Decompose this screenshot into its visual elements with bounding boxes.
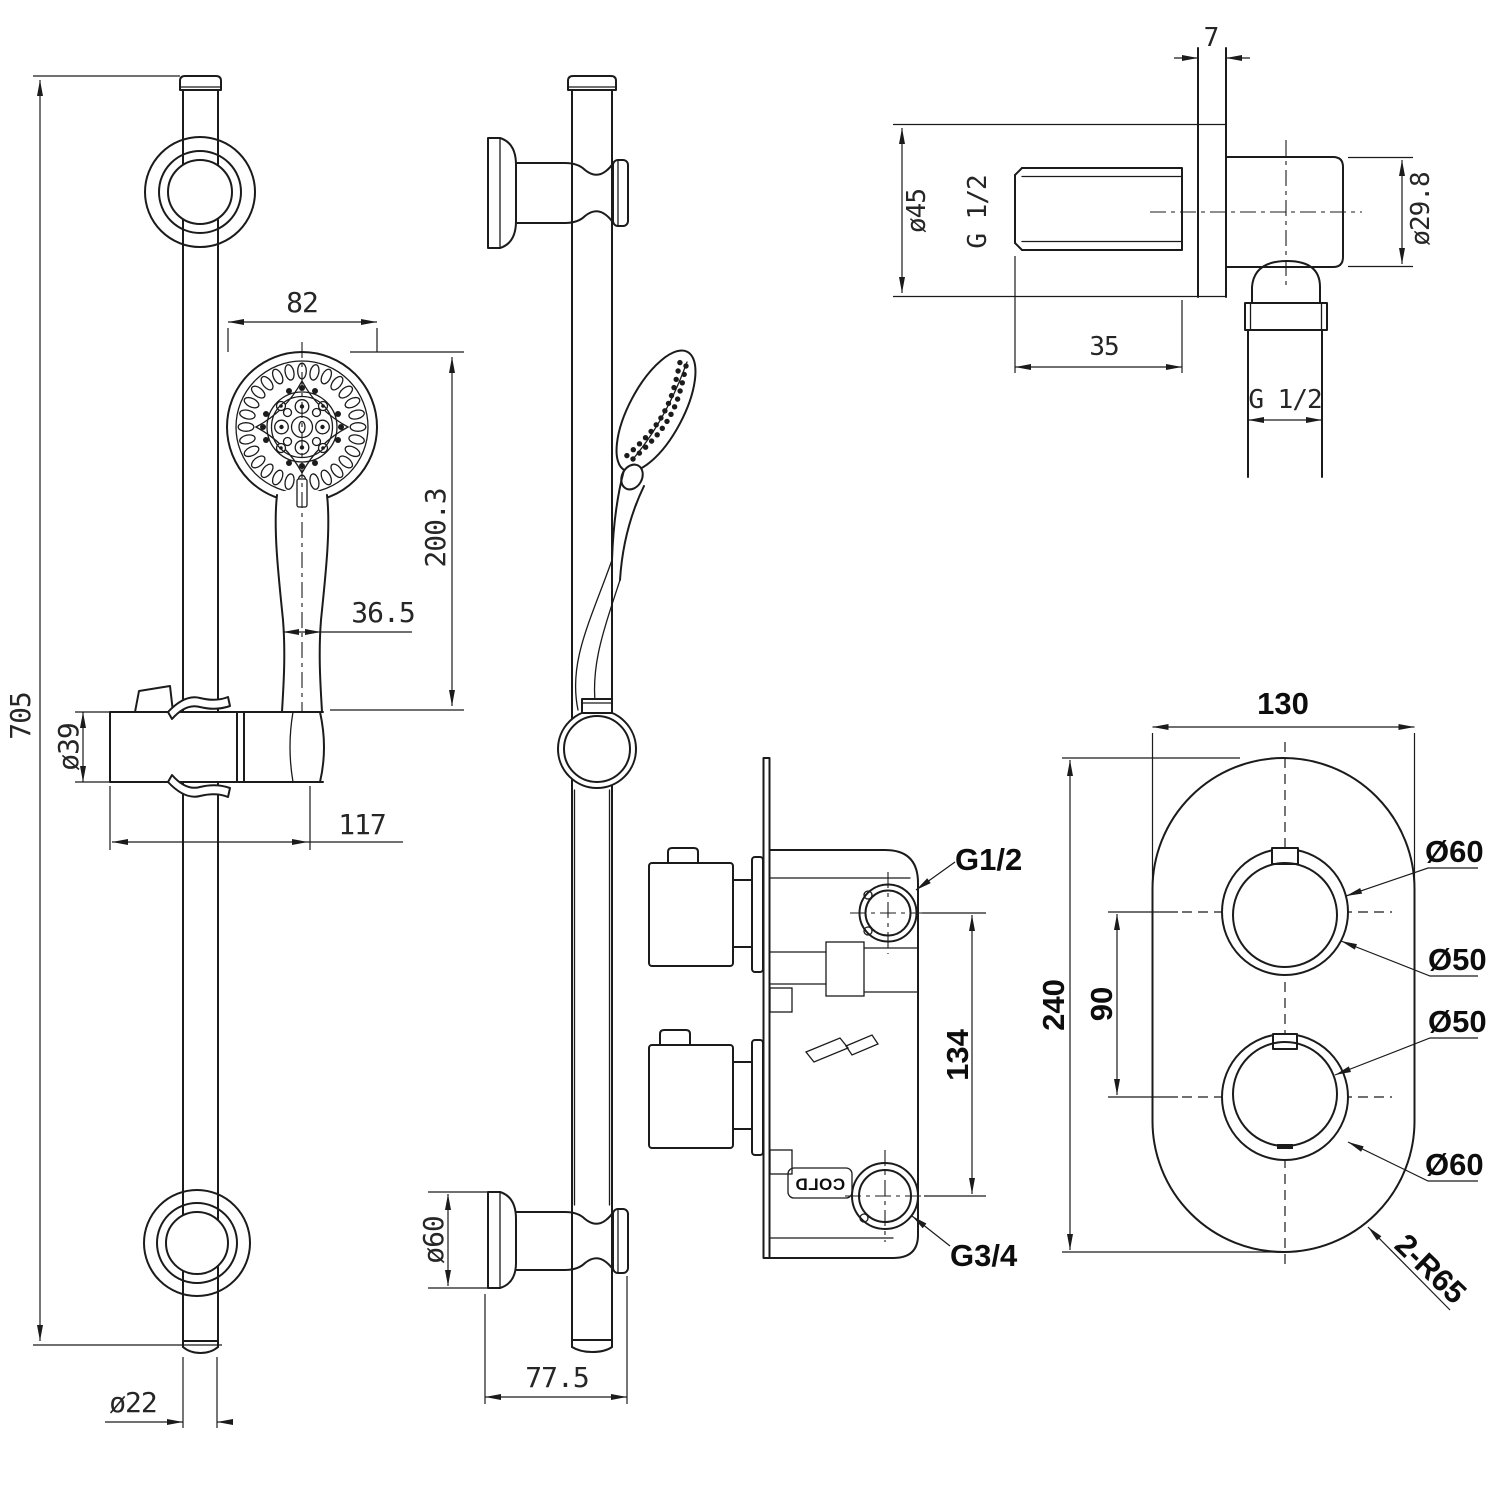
bottom-wall-bracket-front — [143, 1189, 251, 1297]
dim-knob-inner-bottom: Ø50 — [1428, 1004, 1487, 1039]
dim-plate-height: 240 — [1036, 979, 1071, 1031]
dim-rail-height: 705 — [4, 692, 37, 740]
trim-plate-knob-top — [1221, 847, 1349, 976]
dim-outlet-inlet-thread: G 1/2 — [963, 175, 993, 248]
slider-holder-front — [109, 685, 325, 798]
spray-face-center — [266, 391, 338, 463]
valve-body: COLD — [769, 849, 919, 1259]
valve-body-side-view: COLD G1/2 G3/4 134 — [648, 757, 1022, 1273]
dim-rail-diameter: ø22 — [109, 1386, 157, 1419]
valve-bottom-port — [845, 1150, 928, 1242]
dim-plate-width: 130 — [1257, 686, 1309, 721]
slider-ring-side — [557, 698, 637, 789]
dim-head-width: 82 — [286, 286, 318, 319]
dim-outlet-bottom-thread: G 1/2 — [1248, 385, 1321, 415]
front-view-shower-rail: 705 82 200.3 36.5 ø39 117 ø22 — [4, 75, 464, 1428]
outlet-elbow-detail-view: 7 ø45 G 1/2 35 ø29.8 G 1/2 — [893, 23, 1436, 478]
front-view-dimensions: 705 82 200.3 36.5 ø39 117 ø22 — [4, 75, 464, 1428]
trim-plate-knob-bottom — [1221, 1033, 1349, 1161]
dim-handle-width: 36.5 — [351, 596, 414, 629]
label-valve-top-port: G1/2 — [955, 842, 1022, 877]
outlet-view-dimensions: 7 ø45 G 1/2 35 ø29.8 G 1/2 — [899, 23, 1436, 423]
dim-outlet-plate-thickness: 7 — [1204, 23, 1219, 53]
valve-cold-marking: COLD — [795, 1175, 845, 1194]
handset-side-view — [611, 349, 697, 581]
trim-plate-outline — [1151, 757, 1416, 1253]
valve-trim-plate-front-view: 130 240 90 Ø60 Ø50 Ø50 Ø60 2-R65 — [1036, 686, 1487, 1311]
valve-view-dimensions: G1/2 G3/4 134 — [911, 842, 1022, 1273]
valve-handle-top — [648, 847, 764, 973]
outlet-inlet-thread — [1014, 167, 1183, 251]
top-wall-bracket-side — [487, 137, 629, 249]
dim-holder-length: 117 — [338, 808, 386, 841]
outlet-barrel-body — [1225, 156, 1344, 268]
dim-holder-diameter: ø39 — [52, 723, 85, 771]
dim-valve-port-spacing: 134 — [940, 1028, 975, 1080]
valve-wall-plate — [762, 757, 771, 1259]
label-valve-bottom-port: G3/4 — [950, 1238, 1018, 1273]
dim-plate-knob-spacing: 90 — [1084, 987, 1119, 1021]
dim-plate-corner-radius: 2-R65 — [1388, 1227, 1473, 1311]
dim-head-length: 200.3 — [419, 488, 452, 567]
dim-bracket-depth: 77.5 — [525, 1361, 588, 1394]
top-wall-bracket-front — [144, 136, 256, 248]
outlet-wall-plate — [893, 47, 1227, 298]
outlet-bottom-connector — [1244, 260, 1328, 478]
valve-top-port — [850, 872, 930, 954]
spray-face-petal-nozzles — [237, 362, 367, 492]
handset-front-view — [226, 342, 378, 732]
bottom-wall-bracket-side — [487, 1191, 629, 1289]
dim-knob-inner-top: Ø50 — [1428, 942, 1487, 977]
dim-outlet-barrel-diameter: ø29.8 — [1406, 172, 1436, 245]
valve-handle-bottom — [648, 1029, 764, 1156]
handset-handle-front — [274, 342, 330, 732]
spray-face-side-dots — [624, 359, 689, 462]
dim-bracket-diameter: ø60 — [417, 1216, 450, 1264]
dim-knob-outer-bottom: Ø60 — [1425, 1147, 1484, 1182]
dim-outlet-body-length: 35 — [1089, 332, 1118, 362]
svg-text:COLD: COLD — [795, 1175, 845, 1194]
side-view-shower-rail: ø60 77.5 — [417, 75, 697, 1404]
dim-knob-outer-top: Ø60 — [1425, 834, 1484, 869]
trim-plate-dimensions: 130 240 90 Ø60 Ø50 Ø50 Ø60 2-R65 — [1036, 686, 1487, 1311]
dim-outlet-flange-diameter: ø45 — [902, 189, 932, 233]
shower-hose — [574, 559, 613, 711]
side-view-dimensions: ø60 77.5 — [417, 1191, 628, 1404]
